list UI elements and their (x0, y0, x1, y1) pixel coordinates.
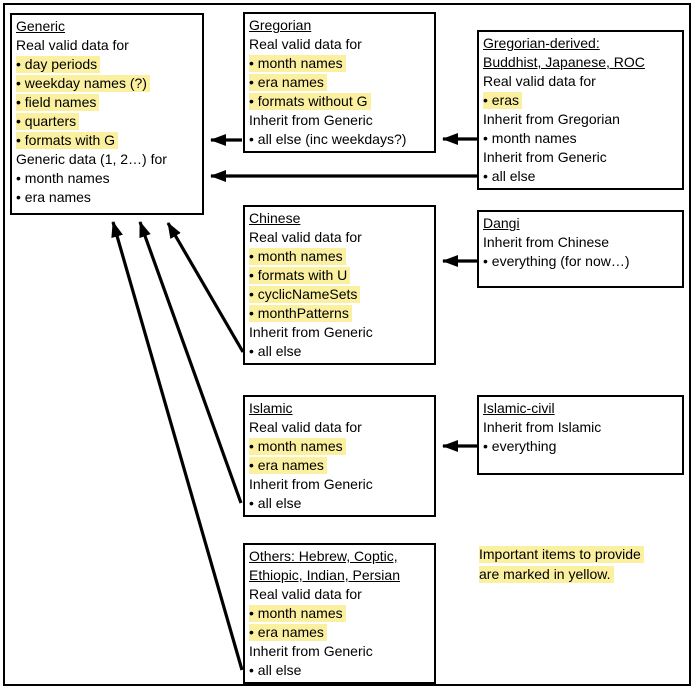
box-line: • all else (249, 662, 302, 678)
box-line: • eras (483, 91, 678, 110)
box-title-line: Gregorian-derived: (483, 35, 600, 51)
box-line: Generic data (1, 2…) for (16, 151, 167, 167)
box-line: • month names (483, 130, 577, 146)
box-gregorian-derived: Gregorian-derived: Buddhist, Japanese, RO… (477, 30, 684, 190)
box-line: Inherit from Generic (249, 324, 373, 340)
box-title-line: Ethiopic, Indian, Persian (249, 567, 400, 583)
box-line: Inherit from Chinese (483, 234, 610, 250)
box-line: Inherit from Generic (483, 149, 607, 165)
box-title-line: Buddhist, Japanese, ROC (483, 54, 645, 70)
box-line: • month names (249, 437, 430, 456)
box-title-line: Generic (16, 18, 66, 34)
box-line: • month names (249, 604, 430, 623)
box-title-line: Islamic (249, 400, 293, 416)
box-line: • everything (for now…) (483, 253, 630, 269)
box-line: • formats with U (249, 266, 430, 285)
box-line: • era names (249, 623, 430, 642)
box-line: • weekday names (?) (16, 74, 198, 93)
box-line: • all else (483, 168, 536, 184)
box-line: Inherit from Generic (249, 476, 373, 492)
box-line: • quarters (16, 112, 198, 131)
box-line: Inherit from Islamic (483, 419, 602, 435)
box-line: • month names (249, 54, 430, 73)
box-line: Real valid data for (483, 73, 596, 89)
box-line: Inherit from Generic (249, 643, 373, 659)
box-line: • era names (16, 189, 91, 205)
box-line: • formats without G (249, 92, 430, 111)
box-title-line: Dangi (483, 215, 520, 231)
box-line: • field names (16, 93, 198, 112)
box-line: • everything (483, 438, 557, 454)
box-line: • era names (249, 456, 430, 475)
box-line: • all else (inc weekdays?) (249, 131, 407, 147)
box-line: • all else (249, 495, 302, 511)
box-title-line: Gregorian (249, 17, 312, 33)
box-line: Real valid data for (249, 586, 362, 602)
box-line: Inherit from Generic (249, 112, 373, 128)
box-line: Real valid data for (249, 419, 362, 435)
box-title-line: Chinese (249, 210, 301, 226)
note-line: are marked in yellow. (479, 565, 691, 585)
note-line: Important items to provide (479, 545, 691, 565)
outer-border (3, 3, 691, 686)
box-line: • all else (249, 343, 302, 359)
box-line: Real valid data for (16, 37, 129, 53)
box-others: Others: Hebrew, Coptic, Ethiopic, Indian,… (243, 543, 436, 684)
box-line: Real valid data for (249, 36, 362, 52)
box-line: • monthPatterns (249, 304, 430, 323)
box-line: • formats with G (16, 131, 198, 150)
box-title-line: Islamic-civil (483, 400, 555, 416)
box-title-line: Others: Hebrew, Coptic, (249, 548, 398, 564)
box-line: • month names (249, 247, 430, 266)
box-line: • cyclicNameSets (249, 285, 430, 304)
box-line: • month names (16, 170, 110, 186)
box-line: • era names (249, 73, 430, 92)
box-line: Real valid data for (249, 229, 362, 245)
box-line: Inherit from Gregorian (483, 111, 620, 127)
box-line: • day periods (16, 55, 198, 74)
